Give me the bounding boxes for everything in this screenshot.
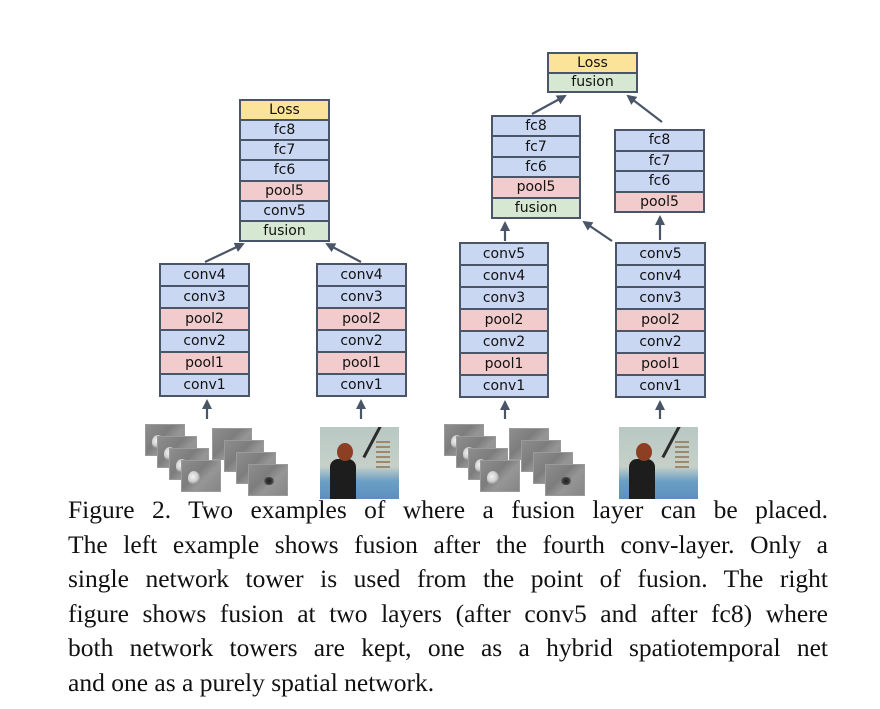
layer-fc7: fc7 (241, 139, 328, 160)
layer-conv1: conv1 (617, 374, 704, 396)
layer-pool2: pool2 (161, 307, 248, 329)
layer-fc8: fc8 (241, 119, 328, 140)
arrow-left-temporal-to-fusion (204, 242, 245, 263)
layer-fc7: fc7 (493, 135, 579, 156)
layer-pool5: pool5 (241, 179, 328, 200)
layer-fc7: fc7 (616, 149, 703, 170)
layer-pool2: pool2 (461, 308, 547, 330)
layer-loss: Loss (241, 101, 328, 120)
layer-conv2: conv2 (461, 330, 547, 352)
layer-conv3: conv3 (318, 285, 405, 307)
arrow-spatial-head-to-final-fusion (626, 94, 663, 123)
flow-frame (248, 464, 288, 496)
layer-loss: Loss (549, 54, 636, 72)
flow-frame (480, 460, 520, 492)
layer-conv4: conv4 (617, 264, 704, 286)
layer-fusion: fusion (493, 196, 579, 218)
layer-conv4: conv4 (318, 265, 405, 285)
flow-frame (181, 460, 221, 492)
right-rgb-frame-archer (619, 427, 698, 499)
caption-line: figure shows fusion at two layers (after… (68, 598, 828, 628)
layer-conv5: conv5 (617, 244, 704, 264)
layer-fc8: fc8 (493, 117, 579, 136)
layer-pool5: pool5 (616, 190, 703, 211)
layer-fc6: fc6 (616, 170, 703, 191)
layer-fc6: fc6 (493, 155, 579, 177)
arrow-spatial-to-mid-fusion (582, 220, 613, 242)
layer-conv3: conv3 (161, 285, 248, 307)
arrow-hybrid-to-final-fusion (531, 95, 567, 115)
flow-frame (545, 464, 585, 496)
layer-pool1: pool1 (161, 351, 248, 373)
layer-conv1: conv1 (318, 373, 405, 395)
caption-line: and one as a purely spatial network. (68, 667, 435, 697)
layer-conv4: conv4 (161, 265, 248, 285)
caption-line: both network towers are kept, one as a h… (68, 633, 828, 662)
layer-pool1: pool1 (617, 352, 704, 374)
layer-fusion: fusion (241, 219, 328, 240)
layer-conv1: conv1 (161, 373, 248, 395)
layer-fc6: fc6 (241, 159, 328, 180)
layer-pool2: pool2 (617, 308, 704, 330)
layer-conv5: conv5 (461, 244, 547, 264)
layer-conv4: conv4 (461, 264, 547, 286)
figure-caption: Figure 2. Two examples of where a fusion… (68, 493, 828, 700)
layer-pool5: pool5 (493, 176, 579, 197)
layer-fusion: fusion (549, 71, 636, 91)
arrow-left-spatial-to-fusion (325, 243, 362, 263)
caption-line: Figure 2. Two examples of where a fusion… (68, 495, 828, 524)
caption-line: The left example shows fusion after the … (68, 529, 828, 559)
layer-conv3: conv3 (617, 286, 704, 308)
left-rgb-frame-archer (320, 427, 399, 499)
caption-line: single network tower is used from the po… (68, 564, 828, 593)
layer-conv3: conv3 (461, 286, 547, 308)
layer-pool1: pool1 (461, 352, 547, 374)
layer-pool2: pool2 (318, 307, 405, 329)
layer-conv2: conv2 (161, 329, 248, 351)
layer-conv1: conv1 (461, 374, 547, 396)
layer-conv2: conv2 (617, 330, 704, 352)
layer-fc8: fc8 (616, 131, 703, 150)
layer-pool1: pool1 (318, 351, 405, 373)
layer-conv5: conv5 (241, 199, 328, 220)
layer-conv2: conv2 (318, 329, 405, 351)
